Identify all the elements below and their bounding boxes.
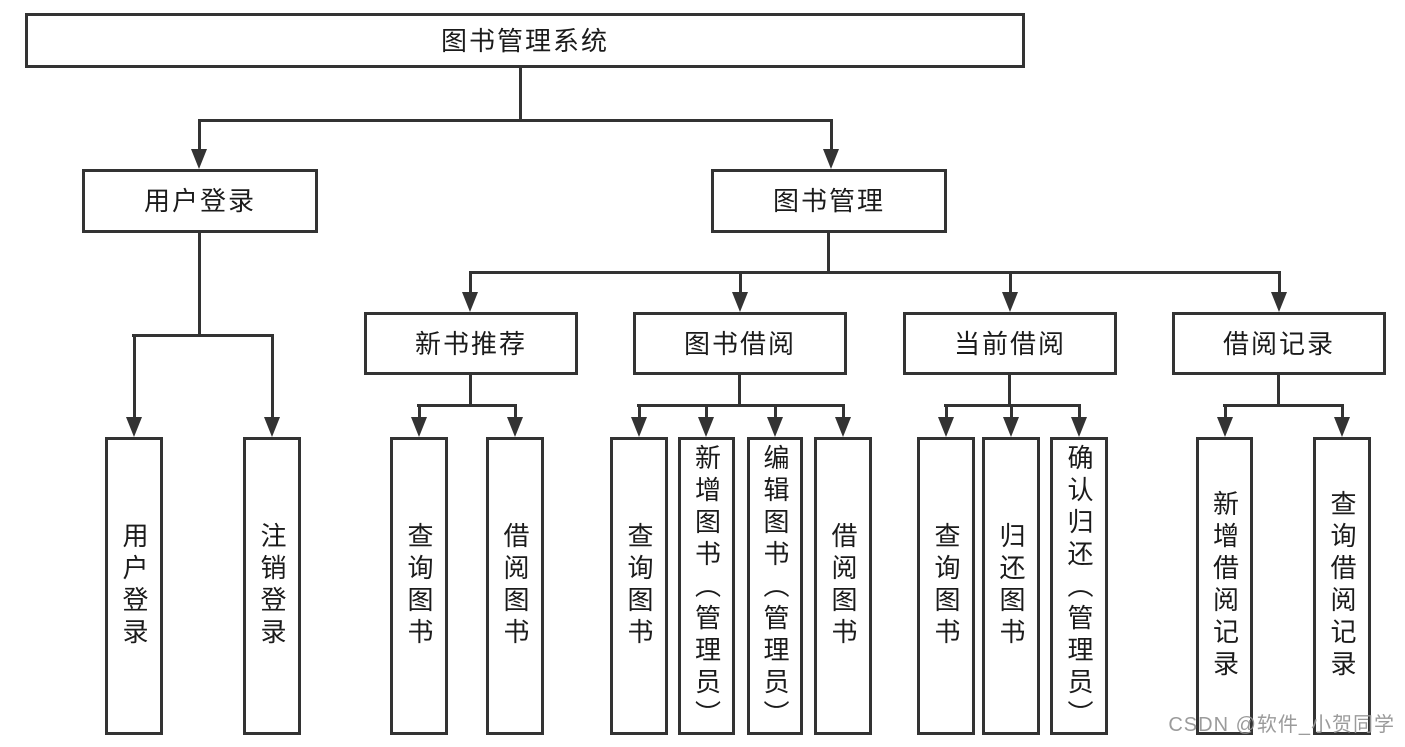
arrowhead-to-borrow-records	[1271, 292, 1287, 312]
arrowhead-to-book-borrow	[732, 292, 748, 312]
node-borrowing-records: 借阅记录	[1172, 312, 1386, 375]
arrowhead-current-return	[1003, 417, 1019, 437]
node-current-borrowing: 当前借阅	[903, 312, 1117, 375]
node-book-borrowing: 图书借阅	[633, 312, 847, 375]
leaf-borrow-query-books: 查询图书	[610, 437, 668, 735]
leaf-newbook-query-books: 查询图书	[390, 437, 448, 735]
connector-book-mgmt-rail	[469, 271, 1281, 274]
node-library-management-system: 图书管理系统	[25, 13, 1025, 68]
node-book-mgmt-module: 图书管理	[711, 169, 947, 233]
arrowhead-borrow-edit	[767, 417, 783, 437]
connector-book-borrow-rail	[637, 404, 845, 407]
connector-borrow-borrow	[842, 404, 845, 420]
watermark-text: CSDN @软件_小贺同学	[1168, 714, 1395, 736]
connector-to-leaf-user-login	[133, 334, 136, 420]
arrowhead-to-current-borrow	[1002, 292, 1018, 312]
arrowhead-borrow-query	[631, 417, 647, 437]
connector-current-stem	[1008, 375, 1011, 407]
node-user-login-module: 用户登录	[82, 169, 318, 233]
connector-current-query	[945, 404, 948, 420]
connector-newbooks-borrow	[514, 404, 517, 420]
leaf-current-query-books: 查询图书	[917, 437, 975, 735]
leaf-borrow-add-books-admin: 新增图书（管理员）	[678, 437, 735, 735]
node-new-book-recommend: 新书推荐	[364, 312, 578, 375]
leaf-logout: 注销登录	[243, 437, 301, 735]
connector-current-return	[1010, 404, 1013, 420]
connector-user-login-rail	[132, 334, 273, 337]
connector-root-to-user-login	[198, 119, 201, 153]
connector-to-new-books	[469, 271, 472, 296]
connector-newbooks-query	[418, 404, 421, 420]
connector-root-rail	[198, 119, 832, 122]
leaf-borrow-borrow-books: 借阅图书	[814, 437, 872, 735]
arrowhead-newbooks-query	[411, 417, 427, 437]
connector-borrow-query	[638, 404, 641, 420]
connector-book-borrow-stem	[738, 375, 741, 407]
connector-borrow-add	[705, 404, 708, 420]
arrowhead-to-leaf-logout	[264, 417, 280, 437]
leaf-current-confirm-return-admin: 确认归还（管理员）	[1050, 437, 1108, 735]
leaf-records-add-borrow-record: 新增借阅记录	[1196, 437, 1253, 735]
arrowhead-borrow-add	[698, 417, 714, 437]
leaf-records-query-borrow-record: 查询借阅记录	[1313, 437, 1371, 735]
connector-book-mgmt-stem	[827, 233, 830, 274]
leaf-borrow-edit-books-admin: 编辑图书（管理员）	[747, 437, 803, 735]
connector-to-borrow-records	[1278, 271, 1281, 296]
arrowhead-records-query	[1334, 417, 1350, 437]
connector-borrow-edit	[774, 404, 777, 420]
connector-to-leaf-logout	[271, 334, 274, 420]
connector-new-books-stem	[469, 375, 472, 407]
connector-root-stem	[519, 66, 522, 121]
connector-root-to-book-mgmt	[830, 119, 833, 153]
connector-user-login-stem	[198, 233, 201, 337]
arrowhead-records-add	[1217, 417, 1233, 437]
arrowhead-to-user-login	[191, 149, 207, 169]
leaf-current-return-books: 归还图书	[982, 437, 1040, 735]
arrowhead-newbooks-borrow	[507, 417, 523, 437]
connector-records-rail	[1223, 404, 1344, 407]
connector-to-current-borrow	[1009, 271, 1012, 296]
arrowhead-to-leaf-user-login	[126, 417, 142, 437]
leaf-user-login: 用户登录	[105, 437, 163, 735]
connector-to-book-borrow	[739, 271, 742, 296]
arrowhead-current-confirm	[1071, 417, 1087, 437]
connector-new-books-rail	[417, 404, 517, 407]
arrowhead-to-book-mgmt	[823, 149, 839, 169]
leaf-newbook-borrow-books: 借阅图书	[486, 437, 544, 735]
connector-records-stem	[1277, 375, 1280, 407]
arrowhead-current-query	[938, 417, 954, 437]
connector-current-confirm	[1078, 404, 1081, 420]
arrowhead-borrow-borrow	[835, 417, 851, 437]
arrowhead-to-new-books	[462, 292, 478, 312]
connector-records-add	[1224, 404, 1227, 420]
connector-records-query	[1341, 404, 1344, 420]
